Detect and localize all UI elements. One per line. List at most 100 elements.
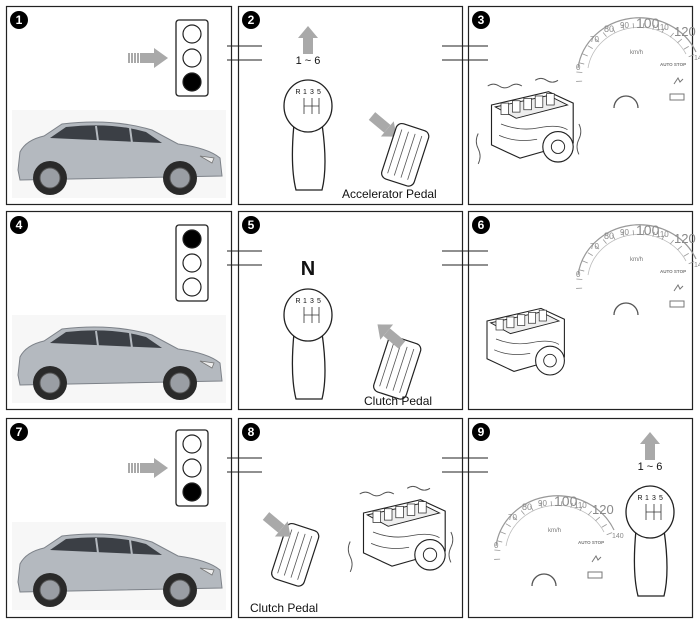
arrow-head bbox=[380, 121, 397, 137]
speed-tick-label: 120 bbox=[674, 24, 696, 39]
car-windows bbox=[50, 125, 162, 143]
speed-tick-label: 120 bbox=[674, 231, 696, 246]
engine-runner bbox=[534, 95, 544, 108]
car-pillar bbox=[95, 537, 99, 554]
warning-indicator-icons bbox=[587, 555, 603, 579]
arrow-head bbox=[377, 324, 394, 340]
engine-runner bbox=[395, 505, 404, 519]
gear-knob-boot bbox=[291, 332, 326, 400]
shift-gate-lines bbox=[645, 504, 662, 520]
step-number-badge bbox=[10, 216, 28, 234]
car-rim bbox=[39, 579, 61, 601]
step-number-badge bbox=[10, 423, 28, 441]
car-illustration bbox=[12, 522, 226, 610]
step-number: 6 bbox=[478, 218, 485, 232]
engine-detail bbox=[498, 123, 568, 141]
panel-connector bbox=[227, 457, 262, 473]
shift-pattern-label: R bbox=[295, 89, 300, 96]
panel-connector bbox=[442, 250, 488, 266]
step-number: 7 bbox=[16, 425, 23, 439]
shift-pattern-label: 3 bbox=[652, 495, 656, 502]
auto-stop-indicator: AUTO STOP bbox=[660, 62, 686, 67]
car-pillar bbox=[129, 127, 133, 144]
speed-tick bbox=[642, 23, 645, 29]
shift-up-arrow-icon bbox=[640, 432, 660, 460]
pedal-groove bbox=[290, 533, 306, 578]
panel-connector bbox=[227, 250, 262, 266]
step-number-badge bbox=[10, 11, 28, 29]
speed-tick-label: 110 bbox=[656, 23, 669, 32]
engine-illustration bbox=[486, 307, 565, 376]
speed-tick bbox=[582, 53, 588, 57]
arrow-stripe bbox=[134, 463, 136, 473]
pedal-label: Clutch Pedal bbox=[250, 601, 318, 615]
speed-tick bbox=[496, 540, 503, 543]
engine-illustration bbox=[475, 77, 582, 165]
gear-knob-boot bbox=[633, 529, 668, 597]
speed-tick-label: 140 bbox=[694, 55, 700, 62]
step-panel bbox=[237, 5, 464, 206]
arrow-head bbox=[298, 26, 318, 38]
speed-tick-label: 0 bbox=[576, 270, 581, 279]
speed-tick-label: 0 bbox=[576, 63, 581, 72]
speedometer-arc bbox=[577, 224, 697, 276]
speed-tick bbox=[688, 261, 695, 265]
engine-runner bbox=[406, 503, 416, 516]
pedal-groove bbox=[283, 531, 299, 576]
speed-tick bbox=[612, 234, 616, 240]
speed-tick bbox=[587, 510, 592, 516]
shift-pattern-label: R bbox=[295, 298, 300, 305]
speed-tick bbox=[494, 549, 501, 551]
speed-tick bbox=[652, 24, 655, 30]
speed-tick bbox=[587, 252, 593, 256]
shift-pattern-label: 1 bbox=[303, 89, 307, 96]
gear-knob-boot bbox=[291, 123, 326, 191]
traffic-lamp-bottom bbox=[182, 72, 202, 92]
step-7-panel: 7 bbox=[10, 423, 226, 610]
arrow-stripe bbox=[131, 53, 133, 63]
traffic-light-icon bbox=[175, 224, 209, 302]
arrow-shaft bbox=[368, 112, 391, 133]
step-panel bbox=[237, 210, 464, 411]
traffic-lamp-top bbox=[182, 434, 202, 454]
engine-detail bbox=[494, 338, 560, 355]
step-number: 1 bbox=[16, 13, 23, 27]
panel-connector bbox=[442, 457, 488, 473]
arrow-stripe bbox=[137, 463, 139, 473]
car-windows bbox=[50, 330, 162, 348]
speed-tick bbox=[587, 45, 593, 49]
step-1-panel: 1 bbox=[10, 11, 226, 198]
speed-tick bbox=[500, 531, 506, 535]
step-panel bbox=[467, 210, 694, 411]
speed-tick-label: 0 bbox=[494, 541, 499, 550]
pedal-pad bbox=[373, 335, 422, 400]
tachometer-arc bbox=[613, 95, 639, 109]
pedal-groove bbox=[393, 131, 409, 176]
speed-tick bbox=[579, 506, 583, 511]
car-rim bbox=[39, 167, 61, 189]
pedal-groove bbox=[400, 133, 416, 178]
arrow-shaft bbox=[303, 38, 313, 54]
shift-up-arrow-icon bbox=[298, 26, 318, 54]
engine-runner bbox=[372, 510, 381, 523]
engine-runner bbox=[500, 102, 509, 115]
pedal-groove bbox=[277, 529, 293, 574]
engine-runner bbox=[538, 309, 547, 322]
speed-tick bbox=[602, 32, 607, 37]
speed-tick bbox=[582, 260, 588, 264]
shift-pattern-label: 1 bbox=[645, 495, 649, 502]
speed-tick bbox=[578, 62, 585, 65]
speed-tick bbox=[683, 46, 689, 50]
speed-tick-label: 140 bbox=[694, 262, 700, 269]
speed-tick bbox=[612, 27, 616, 33]
traffic-lamp-middle bbox=[182, 458, 202, 478]
car-windows bbox=[50, 537, 162, 555]
speed-tick bbox=[512, 516, 518, 521]
